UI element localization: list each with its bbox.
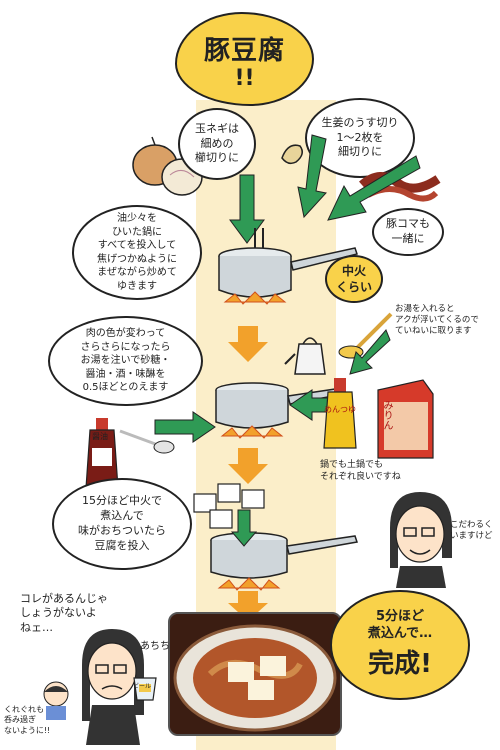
note-atchi: あちち [140,641,170,652]
note-water-tip: お湯を入れると アクが浮いてくるので ていねいに取ります [395,304,479,337]
note-kore: コレがあるんじゃ しょうがないよ ねェ… [20,592,108,634]
note-onion: 玉ネギは 細めの 櫛切りに [178,108,256,180]
note-tofu-add: 15分ほど中火で 煮込んで 味がおちついたら 豆腐を投入 [52,478,192,570]
green-arrow-icon [230,509,258,547]
character-avatar [390,492,452,588]
note-pan-tip: 鍋でも土鍋でも それぞれ良いですね [320,460,401,482]
note-kodawari: こだわるく いますけど [450,520,493,542]
green-arrow-icon [349,329,391,375]
label-mirin: みりん [381,400,392,430]
mirin-pack-icon [377,379,434,459]
green-arrow-icon [297,134,327,219]
note-heat: 中火 くらい [325,255,383,303]
note-caution: くれぐれも 呑み過ぎ ないように!! [4,705,51,735]
title-exclamation: !! [234,66,255,91]
soy-bottle-icon [85,418,119,489]
label-mentsuyu: めんつゆ [324,405,356,414]
green-arrow-icon [154,411,216,443]
kettle-icon [284,337,326,375]
character-avatar [82,629,144,745]
sake-bottle-icon [323,378,357,449]
note-pork: 豚コマも 一緒に [372,208,444,256]
label-soy: 醤油 [92,432,108,441]
tofu-icon [193,483,265,529]
down-arrow-icon [228,326,268,362]
cup-icon [133,677,157,701]
done-label: 完成! [368,649,432,679]
note-completion: 5分ほど 煮込んで… 完成! [330,590,470,700]
label-cup: ビール [133,683,152,690]
pot-icon [210,532,358,591]
green-arrow-icon [327,155,421,221]
down-arrow-icon [228,448,268,484]
note-season: 肉の色が変わって さらさらになったら お湯を注いで砂糖・ 醤油・酒・味醂を 0.… [48,316,203,406]
small-character-icon [43,681,69,720]
ginger-icon [281,144,303,165]
pot-icon [218,228,358,305]
note-ginger: 生姜のうす切り 1〜2枚を 細切りに [305,98,415,178]
note-simmer: 5分ほど 煮込んで… [367,608,433,642]
page-title: 豚豆腐 [203,36,285,66]
spoon-icon [119,429,175,454]
title-bubble: 豚豆腐 !! [175,12,314,106]
pot-icon [215,382,345,439]
down-arrow-icon [228,591,268,621]
finished-dish-photo [168,612,342,736]
note-fry: 油少々を ひいた鍋に すべてを投入して 焦げつかぬように まぜながら炒めて ゆき… [72,205,202,300]
